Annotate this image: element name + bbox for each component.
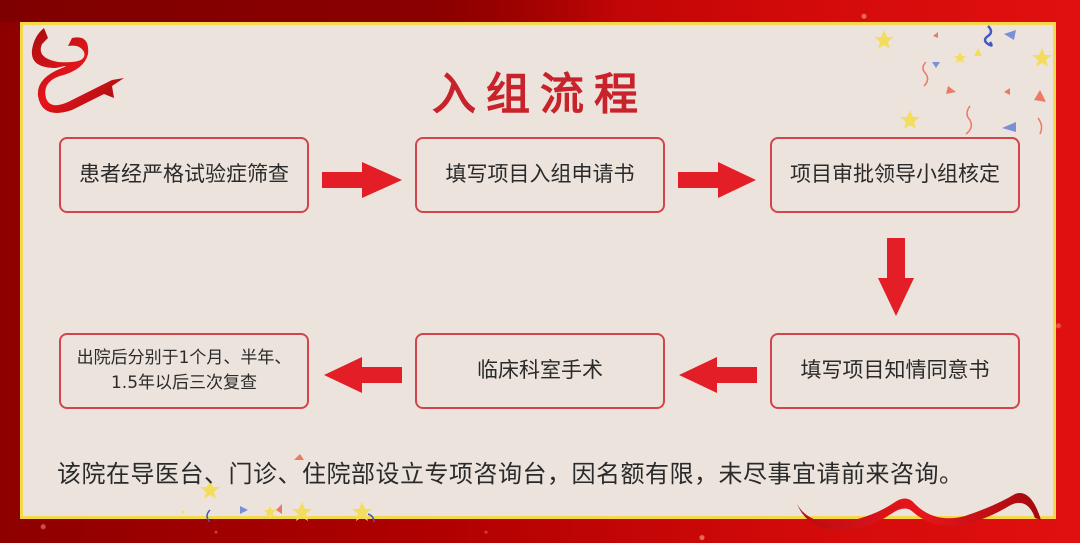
frame-top-band [0,0,620,22]
step-label: 临床科室手术 [477,358,603,383]
arrow-right-icon [678,162,756,198]
ribbon-decoration-top-left [31,28,124,113]
step-label-line2: 1.5年以后三次复查 [110,373,258,393]
footer-note: 该院在导医台、门诊、住院部设立专项咨询台，因名额有限，未尽事宜请前来咨询。 [57,460,964,488]
step-box-informed-consent: 填写项目知情同意书 [770,333,1020,409]
step-box-approval: 项目审批领导小组核定 [770,137,1020,213]
confetti-decoration-bottom [182,454,375,522]
step-box-screening: 患者经严格试验症筛查 [59,137,309,213]
content-panel [20,22,1056,519]
page-title: 入组流程 [432,69,648,120]
step-label: 填写项目知情同意书 [800,358,990,383]
step-box-enrollment-application: 填写项目入组申请书 [415,137,665,213]
step-label: 项目审批领导小组核定 [790,162,1000,187]
arrow-left-icon [324,357,402,393]
step-box-surgery: 临床科室手术 [415,333,665,409]
arrow-right-icon [322,162,402,198]
confetti-decoration-top-right [874,25,1052,135]
arrow-left-icon [679,357,757,393]
arrow-down-icon [878,238,914,316]
step-label: 填写项目入组申请书 [445,162,635,187]
step-label-line1: 出院后分别于1个月、半年、 [76,348,292,369]
ribbon-decoration-bottom-right [797,493,1041,531]
step-label: 患者经严格试验症筛查 [79,162,289,187]
step-box-follow-up: 出院后分别于1个月、半年、 1.5年以后三次复查 [59,333,309,409]
